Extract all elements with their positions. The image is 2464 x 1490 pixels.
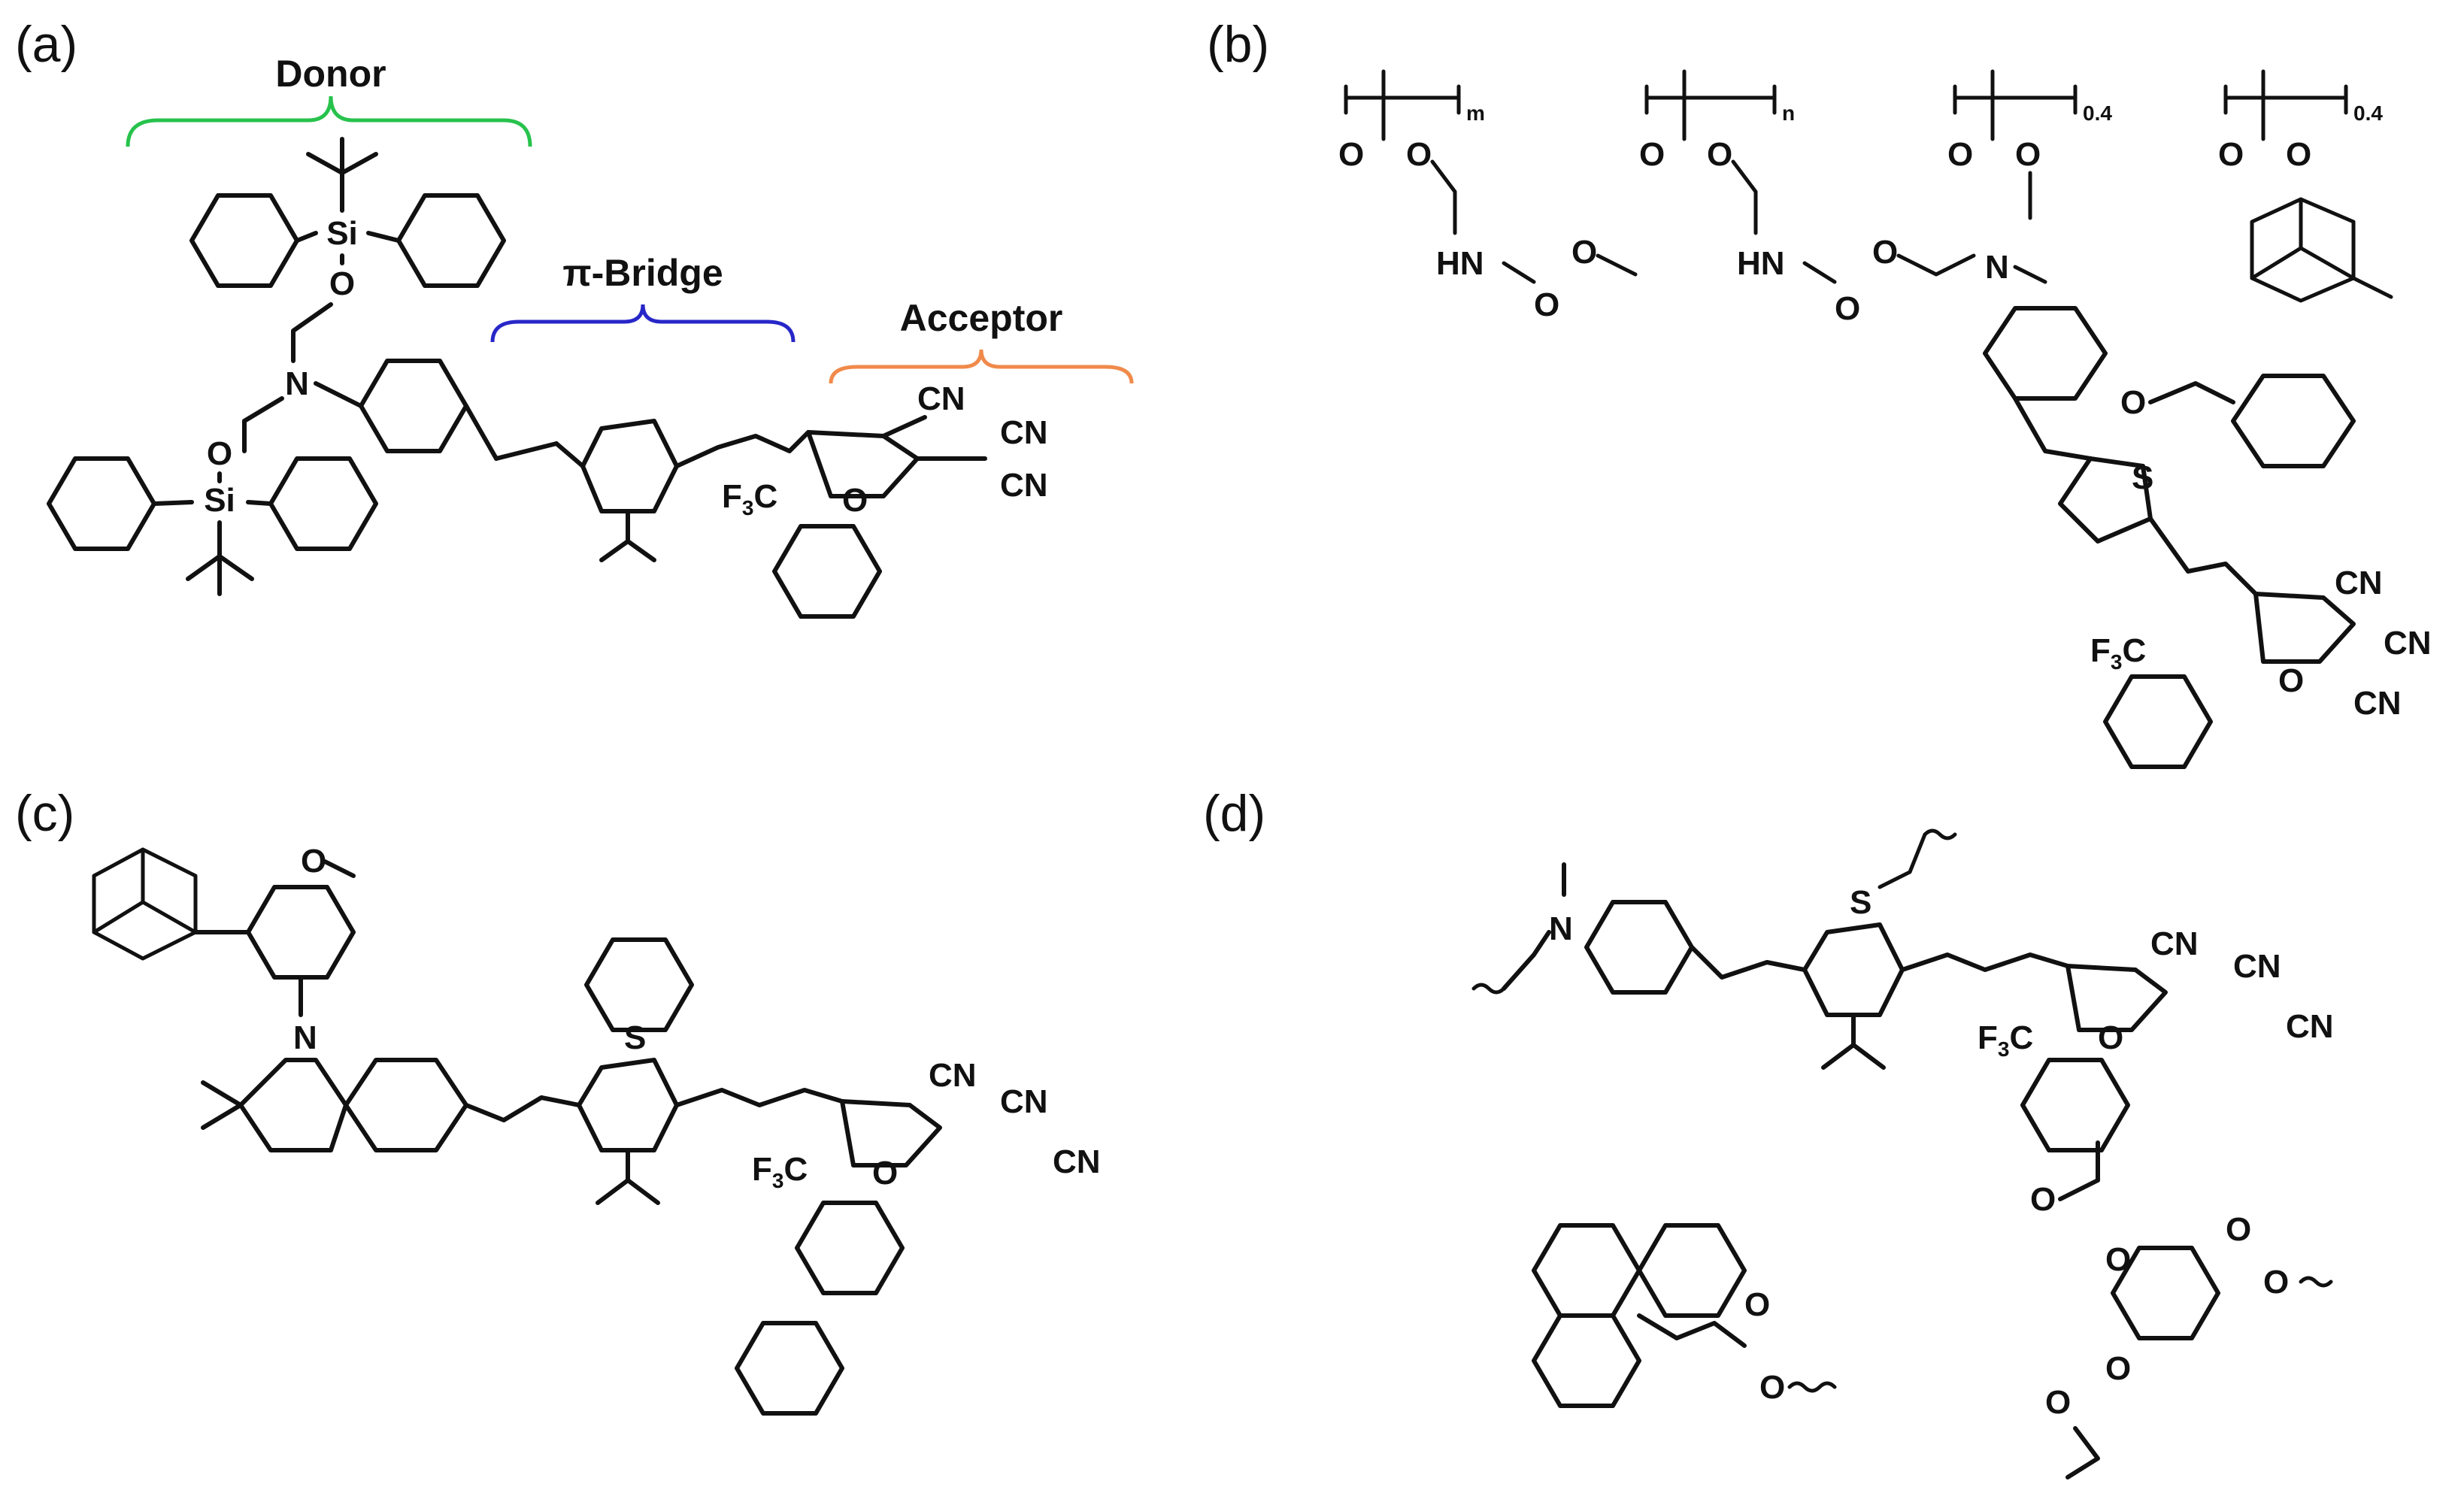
cyano-group: CN <box>2353 685 2402 722</box>
sulfur-atom: S <box>624 1019 646 1056</box>
cyano-group: CN <box>2384 625 2432 662</box>
oxygen-atom: O <box>1707 136 1732 173</box>
sulfur-atom: S <box>2132 459 2153 496</box>
cyano-group: CN <box>1053 1143 1101 1180</box>
acceptor-label: Acceptor <box>900 297 1063 339</box>
subscript-0-4: 0.4 <box>2353 101 2383 125</box>
oxygen-atom: O <box>1338 136 1364 173</box>
cyano-group: CN <box>2286 1008 2334 1045</box>
oxygen-atom: O <box>2120 384 2146 421</box>
nitrogen-atom: N <box>1985 249 2009 286</box>
oxygen-atom: O <box>1744 1286 1770 1323</box>
subscript-0-4: 0.4 <box>2083 101 2112 125</box>
panel-a-label: (a) <box>15 16 77 73</box>
bottom-silyl-group: O Si <box>47 396 378 596</box>
nitrogen-atom: N <box>285 365 309 402</box>
sulfur-atom: S <box>1850 884 1871 921</box>
panel-c-label: (c) <box>15 785 74 842</box>
nitrogen-atom: N <box>1549 910 1573 947</box>
trifluoromethyl-group: F3C <box>752 1151 808 1192</box>
cyano-group: CN <box>917 380 965 417</box>
oxygen-atom: O <box>1835 290 1860 327</box>
si-atom: Si <box>326 215 358 252</box>
cyano-group: CN <box>2150 925 2199 962</box>
anthracene-crosslinker: O O <box>1532 1223 1837 1408</box>
trifluoromethyl-group: F3C <box>722 478 777 519</box>
cyano-group: CN <box>1000 1083 1048 1120</box>
panel-d: (d) N S CN CN CN O F3C O O <box>1203 785 2334 1479</box>
hn-group: HN <box>1737 245 1785 282</box>
oxygen-atom: O <box>2098 1019 2123 1056</box>
cyano-group: CN <box>1000 467 1048 504</box>
oxygen-atom: O <box>2226 1211 2251 1248</box>
oxygen-atom: O <box>329 265 355 302</box>
panel-a: (a) Donor π-Bridge Acceptor Si O N <box>15 16 1134 619</box>
repeat-unit-0-4-methyl: 0.4 O O <box>1947 69 2112 220</box>
acceptor-brace <box>829 349 1134 384</box>
subscript-n: n <box>1782 101 1795 125</box>
oxygen-atom: O <box>2030 1181 2056 1218</box>
subscript-m: m <box>1466 101 1485 125</box>
donor-brace <box>126 95 532 147</box>
trifluoromethyl-group: F3C <box>1978 1019 2033 1061</box>
cyano-group: CN <box>2233 948 2281 985</box>
acrylate-crosslinker: O O O O O O <box>2030 1140 2333 1479</box>
cyano-group: CN <box>2335 565 2383 601</box>
oxygen-atom: O <box>1759 1369 1785 1406</box>
oxygen-atom: O <box>207 435 232 472</box>
hn-group: HN <box>1436 245 1484 282</box>
panel-d-label: (d) <box>1203 785 1265 842</box>
trifluoromethyl-group: F3C <box>2090 632 2146 674</box>
nitrogen-atom: N <box>293 1019 317 1056</box>
oxygen-atom: O <box>1872 234 1898 271</box>
panel-b-label: (b) <box>1207 16 1269 73</box>
panel-b: (b) m O O HN O O n O O HN O O <box>1207 16 2432 769</box>
repeat-unit-0-4-adamantyl: 0.4 O O <box>2218 69 2393 303</box>
cyano-group: CN <box>929 1057 977 1094</box>
oxygen-atom: O <box>2218 136 2244 173</box>
cyano-group: CN <box>1000 414 1048 451</box>
donor-label: Donor <box>275 53 386 95</box>
oxygen-atom: O <box>1947 136 1973 173</box>
bridge-brace <box>490 304 796 343</box>
adamantyl-cage <box>92 847 198 961</box>
repeat-unit-n: n O O HN O O N <box>1639 69 2047 327</box>
oxygen-atom: O <box>1639 136 1665 173</box>
oxygen-atom: O <box>2015 136 2041 173</box>
top-silyl-group: Si O <box>189 137 506 363</box>
oxygen-atom: O <box>2278 662 2304 699</box>
oxygen-atom: O <box>2105 1350 2131 1387</box>
oxygen-atom: O <box>842 482 868 519</box>
oxygen-atom: O <box>2045 1384 2071 1421</box>
thiophene-ring <box>2058 456 2153 544</box>
oxygen-atom: O <box>1406 136 1432 173</box>
repeat-unit-m: m O O HN O O <box>1338 69 1638 323</box>
adamantyl-cage <box>2250 197 2356 303</box>
si-atom: Si <box>204 482 235 519</box>
bridge-label: π-Bridge <box>562 252 723 294</box>
oxygen-atom: O <box>872 1155 898 1192</box>
oxygen-atom: O <box>2286 136 2311 173</box>
oxygen-atom: O <box>1571 234 1597 271</box>
panel-c: (c) O N S CN CN CN O F3C <box>15 785 1101 1416</box>
oxygen-atom: O <box>1534 286 1559 323</box>
oxygen-atom: O <box>2263 1264 2289 1301</box>
